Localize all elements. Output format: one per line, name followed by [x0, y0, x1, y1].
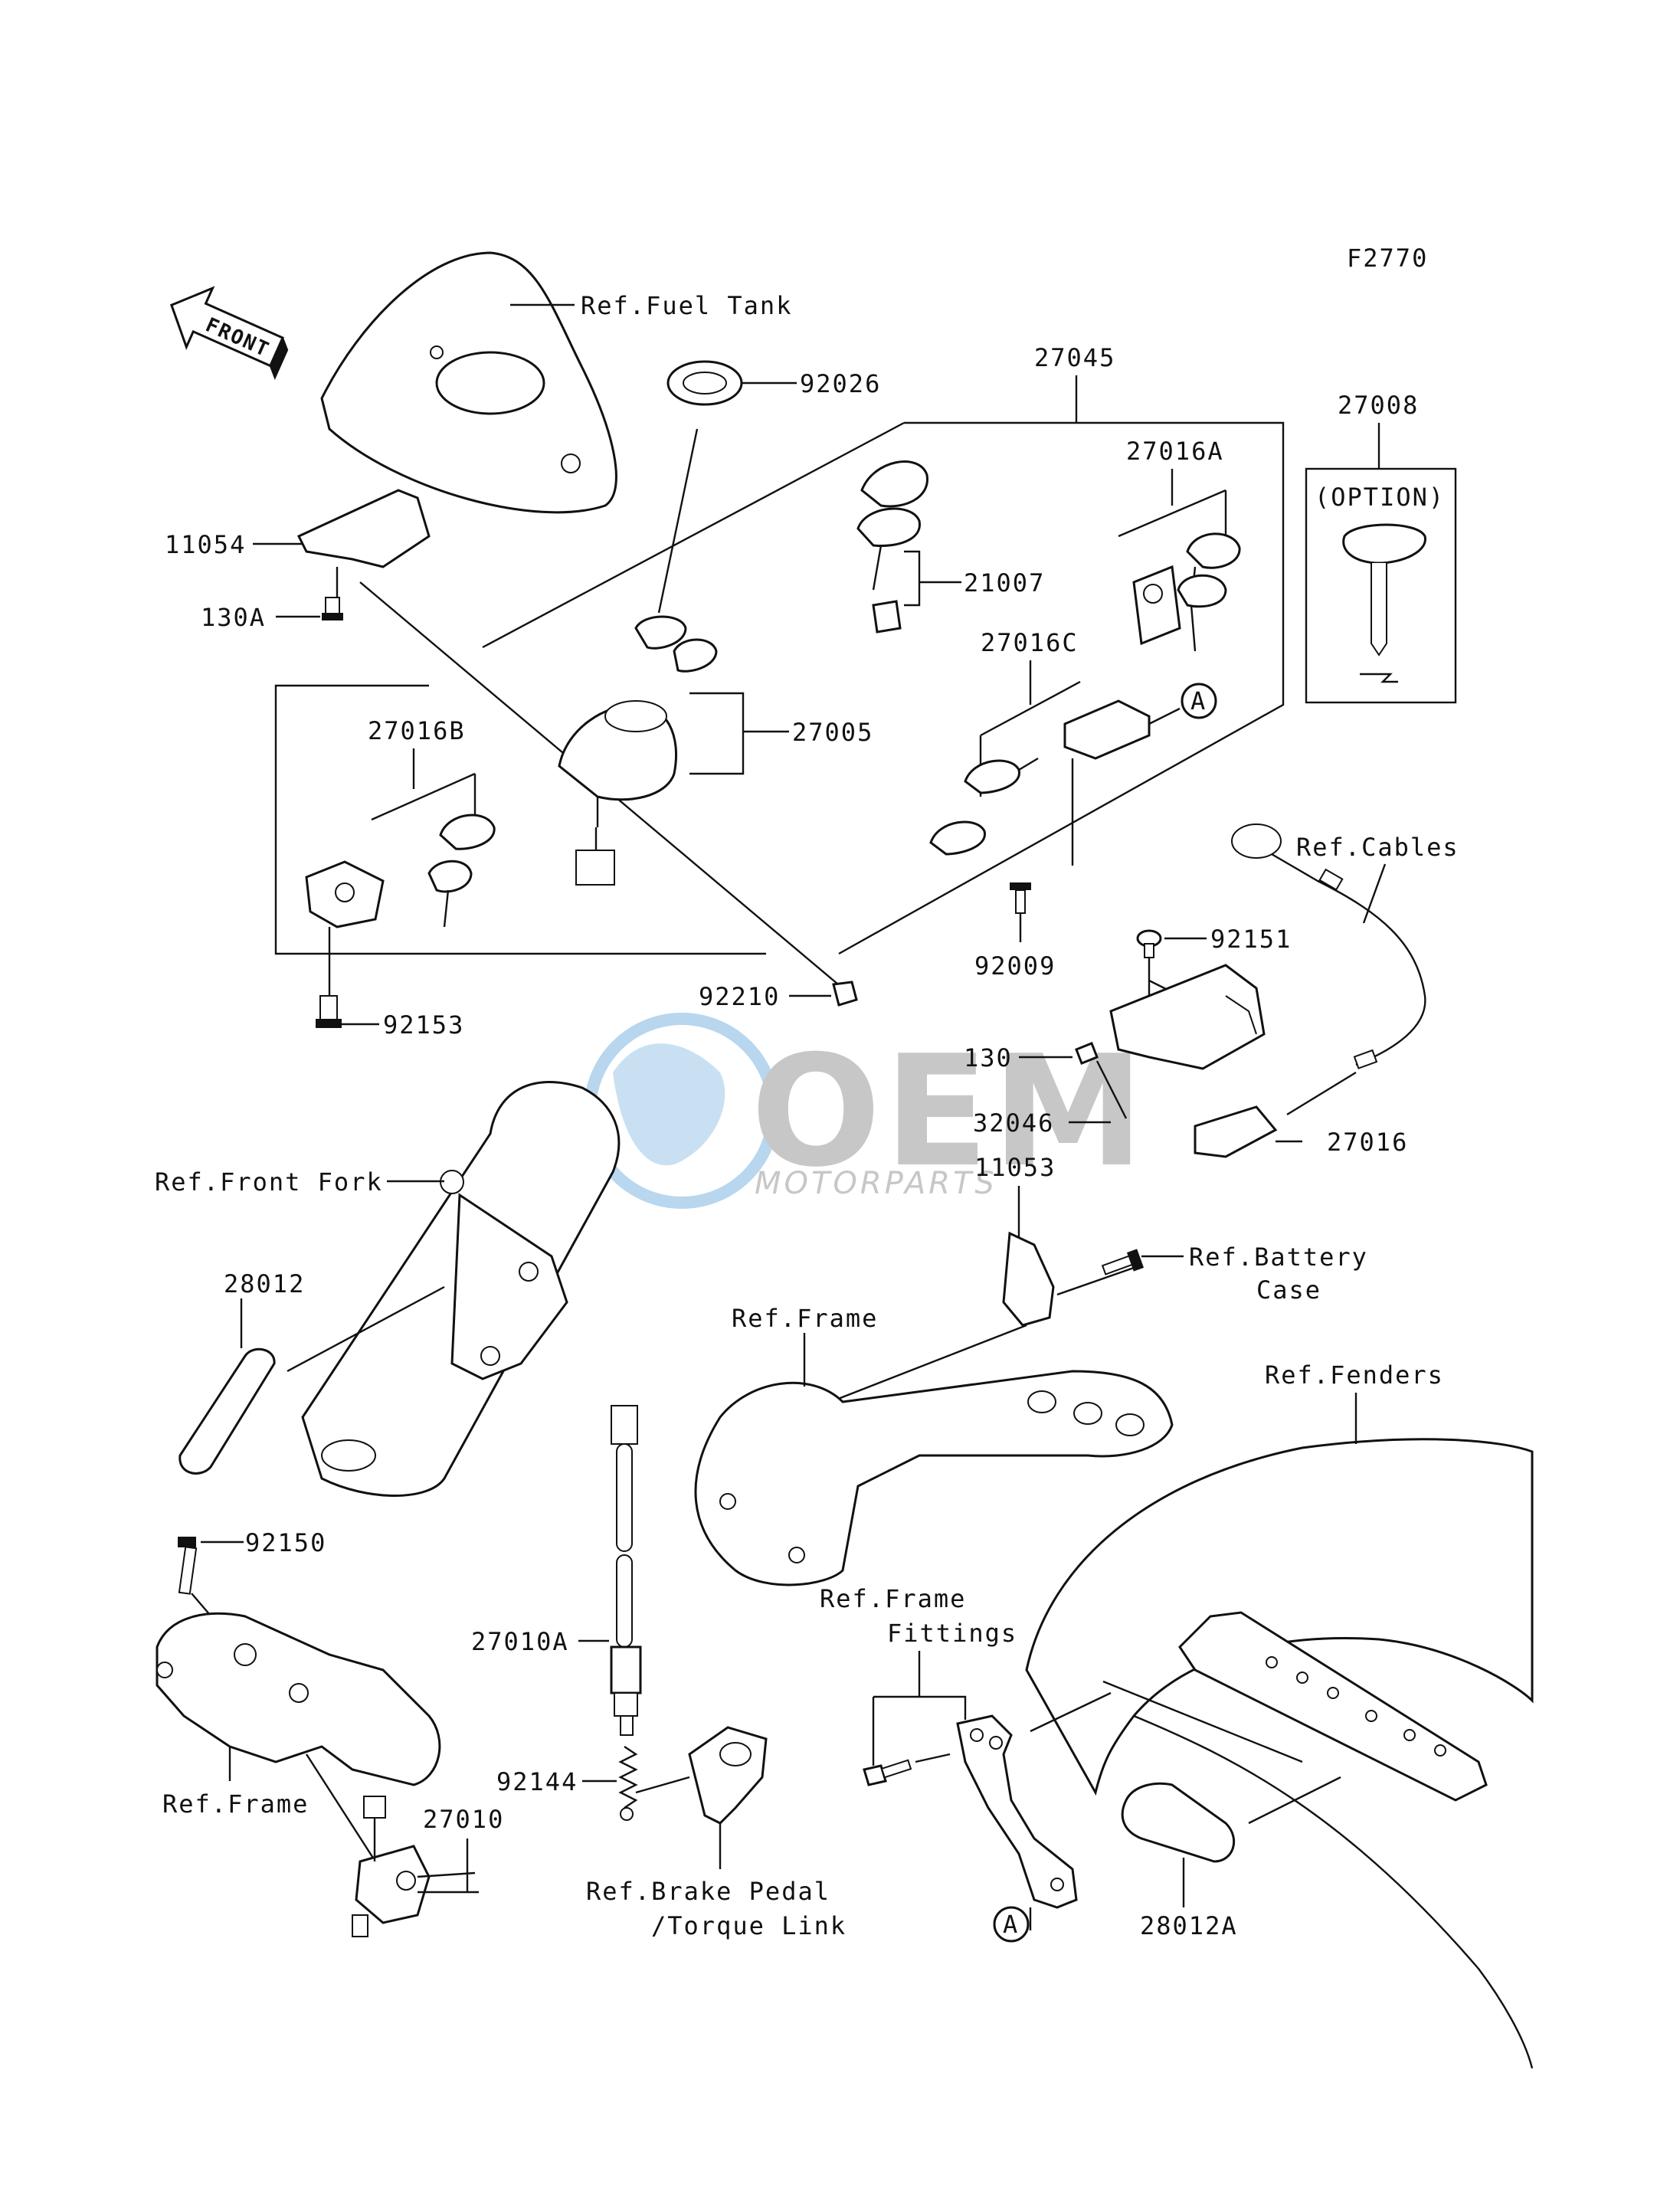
label-130A: 130A [201, 603, 266, 632]
label-27016: 27016 [1327, 1128, 1408, 1157]
switch-27010-icon [352, 1796, 479, 1937]
label-fenders: Ref.Fenders [1265, 1360, 1444, 1390]
nut-92210-icon [832, 981, 858, 1007]
lock-27016A-icon [1132, 532, 1241, 652]
frame-left [156, 1612, 441, 1786]
label-130: 130 [964, 1043, 1013, 1072]
fuel-tank-cover [320, 251, 617, 514]
bracket-32046 [1109, 964, 1266, 1070]
brake-switch-27010A [610, 1405, 642, 1736]
label-brake-2: /Torque Link [651, 1911, 847, 1940]
label-frame-fittings-2: Fittings [887, 1619, 1017, 1648]
label-92153: 92153 [383, 1010, 464, 1040]
option-box [1305, 467, 1457, 704]
label-27016C: 27016C [981, 628, 1079, 657]
label-front-fork: Ref.Front Fork [155, 1167, 383, 1197]
brake-pedal-link [688, 1726, 768, 1825]
label-92026: 92026 [800, 369, 881, 398]
bolt-92153-icon [316, 995, 342, 1028]
bolt-130-icon [1075, 1042, 1099, 1065]
label-frame-top: Ref.Frame [732, 1304, 878, 1333]
label-cables: Ref.Cables [1296, 833, 1459, 862]
switch-27016-icon [1194, 1105, 1278, 1158]
key-option-icon [1342, 523, 1426, 656]
label-92009: 92009 [974, 951, 1056, 981]
bolt-130A-icon [322, 597, 343, 620]
label-92210: 92210 [699, 982, 780, 1011]
label-fuel-tank: Ref.Fuel Tank [581, 291, 792, 320]
bracket-11054 [296, 489, 431, 568]
circle-a-marker [1181, 683, 1217, 719]
rear-fender [1025, 1438, 1534, 2069]
label-28012A: 28012A [1140, 1911, 1238, 1940]
label-27016B: 27016B [368, 716, 466, 745]
reflector-28012 [178, 1347, 276, 1475]
bracket-11053 [1002, 1231, 1055, 1327]
label-11053: 11053 [974, 1153, 1056, 1182]
lock-27016B-icon [305, 814, 496, 928]
watermark: OEM MOTORPARTS [584, 1013, 1145, 1209]
screw-92009-icon [1010, 882, 1031, 914]
label-circle-a-2: A [1003, 1910, 1019, 1939]
bolt-fittings-icon [863, 1759, 912, 1786]
label-28012: 28012 [224, 1269, 305, 1298]
fittings-bracket [956, 1714, 1078, 1909]
label-21007: 21007 [964, 568, 1045, 598]
label-92150: 92150 [245, 1528, 326, 1557]
label-27010A: 27010A [471, 1627, 569, 1656]
label-27010: 27010 [423, 1805, 504, 1834]
label-27016A: 27016A [1126, 437, 1224, 466]
bolt-92150-icon [178, 1537, 198, 1595]
label-27045: 27045 [1034, 343, 1115, 372]
label-92144: 92144 [496, 1767, 578, 1796]
label-frame-fittings-1: Ref.Frame [820, 1584, 966, 1613]
key-27016C-icon [929, 757, 1039, 856]
circle-a-marker-2 [993, 1906, 1030, 1943]
watermark-sub: MOTORPARTS [755, 1166, 997, 1201]
ignition-switch-27005 [558, 615, 718, 886]
label-11054: 11054 [165, 530, 246, 559]
label-27008: 27008 [1338, 391, 1419, 420]
spring-92144-icon [618, 1746, 638, 1821]
bracket-27016C-icon [1063, 699, 1151, 760]
label-option: (OPTION) [1315, 483, 1445, 512]
label-92151: 92151 [1210, 925, 1292, 954]
figure-code: F2770 [1347, 244, 1428, 273]
reflector-28012A [1121, 1782, 1236, 1863]
label-frame-left: Ref.Frame [162, 1789, 309, 1819]
label-battery-1: Ref.Battery [1189, 1243, 1368, 1272]
cable-27016 [1231, 823, 1426, 1069]
bolt-battery-icon [1101, 1249, 1145, 1275]
front-fork [301, 1081, 621, 1497]
key-21007-icon [856, 460, 928, 634]
screw-92151-icon [1136, 929, 1162, 958]
label-27005: 27005 [792, 718, 873, 747]
label-circle-a: A [1190, 686, 1207, 715]
label-battery-2: Case [1256, 1275, 1321, 1305]
front-arrow-icon: FRONT [169, 286, 289, 381]
label-32046: 32046 [973, 1108, 1054, 1138]
label-brake-1: Ref.Brake Pedal [586, 1877, 830, 1906]
frame-main [694, 1370, 1174, 1586]
